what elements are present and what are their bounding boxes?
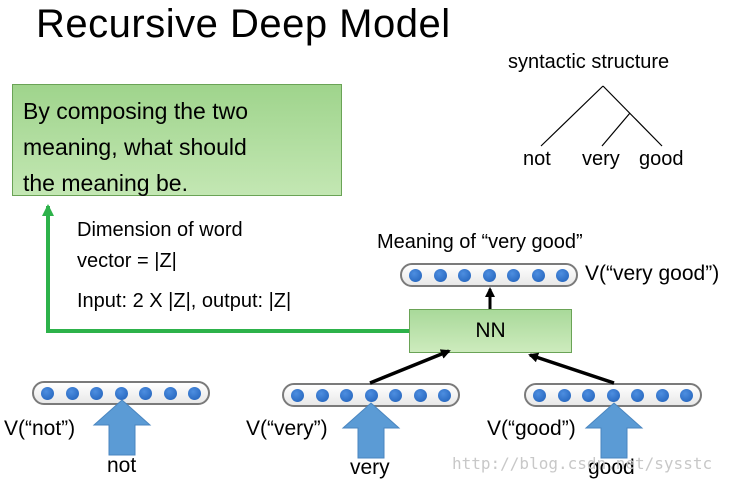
vector-very-good xyxy=(400,263,578,287)
vector-label-not: V(“not”) xyxy=(4,417,76,440)
blue-arrow-very xyxy=(341,402,401,459)
vector-unit xyxy=(655,388,669,402)
tree-leaf-very: very xyxy=(582,148,620,170)
vector-unit xyxy=(533,388,546,402)
callout-line: the meaning be. xyxy=(23,170,188,196)
callout-line: meaning, what should xyxy=(23,134,247,160)
vector-unit xyxy=(631,388,644,402)
vector-unit xyxy=(315,388,329,402)
vector-unit xyxy=(531,268,545,282)
vector-unit xyxy=(163,386,177,400)
word-not: not xyxy=(107,454,137,477)
dimension-text-line2: vector = |Z| xyxy=(77,250,177,272)
word-good: good xyxy=(588,456,635,479)
dimension-text-line1: Dimension of word xyxy=(77,219,243,241)
vector-unit xyxy=(507,268,520,282)
vector-label-very-good: V(“very good”) xyxy=(585,262,720,285)
page-title: Recursive Deep Model xyxy=(36,2,451,46)
nn-box: NN xyxy=(409,309,572,353)
blue-arrow-good xyxy=(584,402,644,459)
watermark: http://blog.csdn.net/sysstc xyxy=(452,454,713,473)
vector-label-very: V(“very”) xyxy=(246,417,328,440)
nn-label: NN xyxy=(475,319,506,342)
word-very: very xyxy=(350,456,390,479)
tree-label: syntactic structure xyxy=(508,51,670,73)
vector-unit xyxy=(458,268,471,282)
meaning-label: Meaning of “very good” xyxy=(377,231,583,253)
vector-unit xyxy=(413,388,427,402)
vector-unit xyxy=(139,386,152,400)
io-text: Input: 2 X |Z|, output: |Z| xyxy=(77,290,292,312)
vector-unit xyxy=(606,388,620,402)
vector-unit xyxy=(389,388,402,402)
tree-leaf-good: good xyxy=(639,148,684,170)
vector-unit xyxy=(340,388,353,402)
vector-unit xyxy=(433,268,447,282)
vector-unit xyxy=(65,386,79,400)
callout-line: By composing the two xyxy=(23,98,249,124)
good-to-nn-arrow xyxy=(528,352,615,385)
vector-unit xyxy=(680,388,693,402)
vector-unit xyxy=(114,386,128,400)
vector-unit xyxy=(582,388,595,402)
vector-unit xyxy=(188,386,201,400)
vector-label-good: V(“good”) xyxy=(487,417,576,440)
very-to-nn-arrow xyxy=(369,349,451,385)
vector-unit xyxy=(438,388,451,402)
vector-unit xyxy=(90,386,103,400)
vector-unit xyxy=(409,268,422,282)
vector-unit xyxy=(482,268,496,282)
vector-unit xyxy=(41,386,54,400)
vector-unit xyxy=(557,388,571,402)
blue-arrow-not xyxy=(92,399,152,456)
vector-unit xyxy=(364,388,378,402)
syntax-tree-lines xyxy=(540,85,663,147)
tree-leaf-not: not xyxy=(523,148,551,170)
vector-unit xyxy=(556,268,569,282)
green-feedback-arrow xyxy=(42,204,409,333)
vector-unit xyxy=(291,388,304,402)
question-callout: By composing the two meaning, what shoul… xyxy=(12,84,342,196)
